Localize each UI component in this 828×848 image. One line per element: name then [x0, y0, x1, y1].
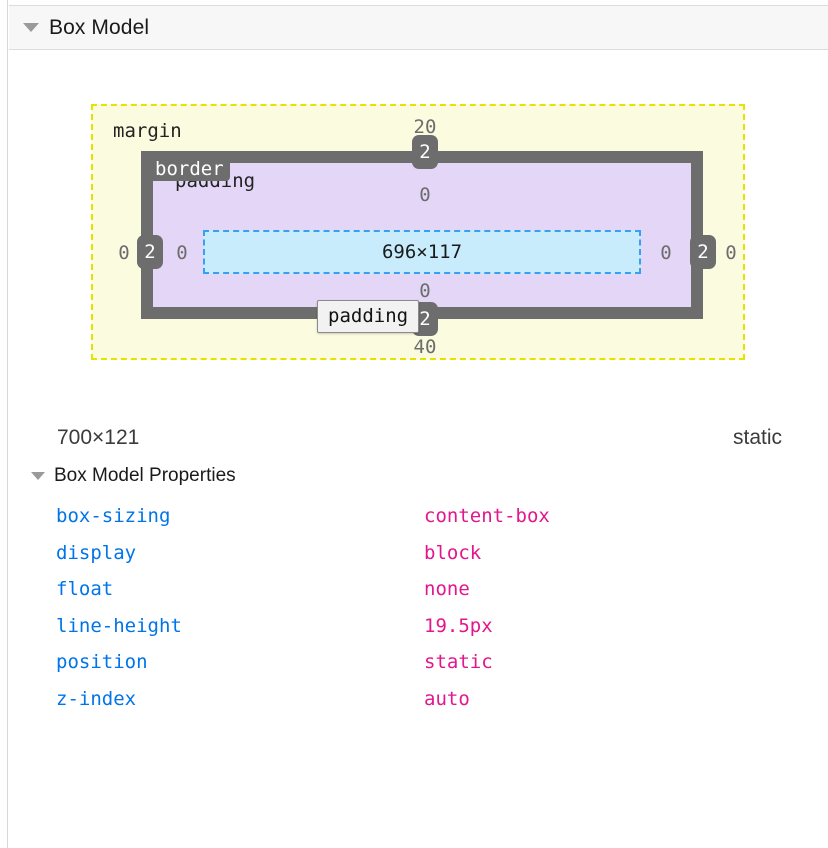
- property-name[interactable]: box-sizing: [56, 505, 171, 528]
- margin-right-value[interactable]: 0: [725, 242, 737, 264]
- element-size-label: 700×121: [57, 426, 140, 449]
- margin-top-value[interactable]: 20: [413, 116, 437, 138]
- table-row[interactable]: position static: [9, 644, 828, 681]
- chevron-down-icon[interactable]: [31, 472, 45, 480]
- property-name[interactable]: float: [56, 578, 114, 601]
- box-model-summary: 700×121 static: [9, 420, 828, 456]
- table-row[interactable]: float none: [9, 571, 828, 608]
- region-tooltip: padding: [317, 300, 420, 333]
- content-region[interactable]: 696×117: [203, 230, 641, 274]
- property-value[interactable]: auto: [424, 687, 470, 710]
- property-name[interactable]: line-height: [56, 614, 182, 637]
- property-value[interactable]: static: [424, 651, 493, 674]
- table-row[interactable]: z-index auto: [9, 681, 828, 718]
- table-row[interactable]: line-height 19.5px: [9, 608, 828, 645]
- property-value[interactable]: 19.5px: [424, 614, 493, 637]
- margin-label: margin: [113, 120, 182, 142]
- box-model-properties-header[interactable]: Box Model Properties: [9, 460, 409, 492]
- property-value[interactable]: none: [424, 578, 470, 601]
- padding-top-value[interactable]: 0: [419, 184, 431, 206]
- box-model-properties-title: Box Model Properties: [54, 465, 236, 486]
- chevron-down-icon[interactable]: [23, 23, 39, 32]
- property-name[interactable]: position: [56, 651, 148, 674]
- page-title: Box Model: [49, 15, 150, 39]
- box-model-diagram[interactable]: margin border padding 696×117 20 2 0 0 2…: [9, 56, 828, 396]
- border-right-value[interactable]: 2: [690, 235, 716, 269]
- panel-left-rail: [0, 0, 8, 848]
- margin-bottom-value[interactable]: 40: [413, 336, 437, 358]
- border-label: border: [149, 157, 230, 181]
- property-value[interactable]: block: [424, 541, 482, 564]
- padding-bottom-value[interactable]: 0: [419, 280, 431, 302]
- property-value[interactable]: content-box: [424, 505, 550, 528]
- border-top-value[interactable]: 2: [412, 135, 438, 169]
- margin-left-value[interactable]: 0: [118, 242, 130, 264]
- property-name[interactable]: z-index: [56, 687, 137, 710]
- element-position-label: static: [732, 426, 782, 449]
- table-row[interactable]: box-sizing content-box: [9, 498, 828, 535]
- content-size-label: 696×117: [381, 241, 463, 263]
- padding-right-value[interactable]: 0: [660, 242, 672, 264]
- border-left-value[interactable]: 2: [137, 235, 163, 269]
- property-name[interactable]: display: [56, 541, 137, 564]
- box-model-section-header[interactable]: Box Model: [9, 5, 828, 50]
- table-row[interactable]: display block: [9, 535, 828, 572]
- padding-left-value[interactable]: 0: [176, 242, 188, 264]
- box-model-properties-list: box-sizing content-box display block flo…: [9, 498, 828, 717]
